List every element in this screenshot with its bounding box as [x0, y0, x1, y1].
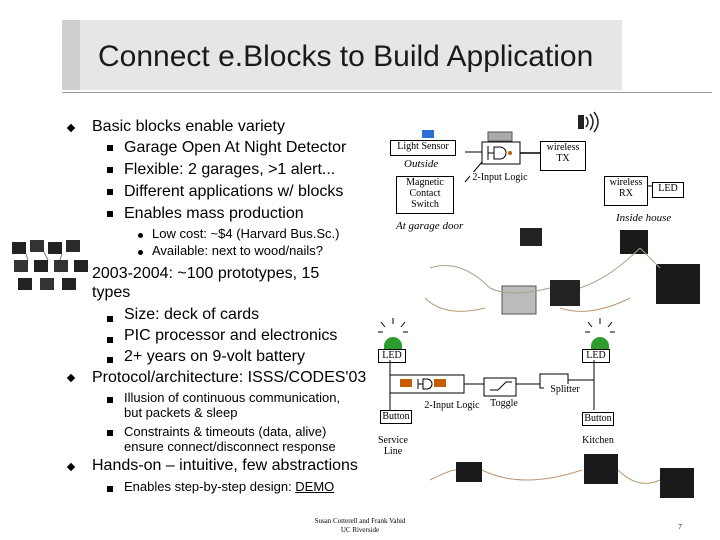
title-accent-bar: [62, 20, 80, 90]
sub-bullet-illusion-2: but packets & sleep: [124, 405, 238, 420]
sub-bullet-3: Different applications w/ blocks: [124, 183, 344, 200]
demo-prefix: Enables step-by-step design:: [124, 479, 296, 494]
slide-title: Connect e.Blocks to Build Application: [98, 40, 594, 73]
led-block: LED: [652, 182, 684, 198]
sub-bullet-2: Flexible: 2 garages, >1 alert...: [124, 161, 336, 178]
button-right-block: Button: [582, 412, 614, 426]
page-number: 7: [678, 523, 682, 531]
wireless-tx-label-1: wireless: [546, 142, 580, 153]
bullet-square: [107, 189, 113, 195]
bullet-diamond: [66, 373, 76, 383]
splitter-label: Splitter: [544, 384, 586, 396]
magnetic-contact-switch-block: Magnetic Contact Switch: [396, 176, 454, 214]
magnetic-label-3: Switch: [411, 199, 439, 210]
bullet-diamond: [66, 123, 76, 133]
title-background: [62, 20, 622, 90]
sub-bullet-illusion-1: Illusion of continuous communication,: [124, 390, 341, 405]
wireless-tx-label-2: TX: [556, 153, 570, 164]
bullet-dot: [138, 233, 143, 238]
demo-link[interactable]: DEMO: [295, 479, 335, 494]
outside-label: Outside: [404, 158, 439, 170]
inside-house-label: Inside house: [616, 212, 672, 224]
bullet-square: [107, 145, 113, 151]
bullet-square: [107, 397, 113, 403]
bullet-square: [107, 211, 113, 217]
bullet-square: [107, 486, 113, 492]
kitchen-devices-photo: [429, 454, 694, 498]
garage-diagram-wires: [422, 111, 652, 187]
garage-devices-photo: [424, 228, 700, 315]
sub-bullet-demo: Enables step-by-step design: DEMO: [124, 479, 334, 494]
bullet-dot: [138, 250, 143, 255]
at-garage-door-label: At garage door: [396, 220, 464, 232]
led-bulb-left-icon: [378, 318, 408, 350]
magnetic-label-2: Contact: [409, 188, 441, 199]
bullet-square: [107, 430, 113, 436]
wireless-rx-block: wireless RX: [604, 176, 648, 206]
kitchen-label: Kitchen: [582, 435, 614, 446]
magnetic-label-1: Magnetic: [406, 177, 444, 188]
light-sensor-block: Light Sensor: [390, 140, 456, 156]
blocks-collection-photo: [12, 240, 88, 290]
title-divider: [62, 92, 712, 93]
bullet-prototypes-line2: types: [92, 284, 131, 301]
bullet-basic-blocks: Basic blocks enable variety: [92, 118, 285, 135]
light-sensor-label: Light Sensor: [397, 141, 449, 152]
bullet-protocol: Protocol/architecture: ISSS/CODES'03: [92, 369, 367, 386]
button-left-block: Button: [380, 410, 412, 424]
led-bulb-right-icon: [585, 318, 615, 350]
footer-school-text: UC Riverside: [340, 526, 380, 534]
service-line-label: Service Line: [378, 435, 408, 457]
sub-sub-bullet-1: Low cost: ~$4 (Harvard Bus.Sc.): [152, 226, 340, 241]
sub-sub-bullet-2: Available: next to wood/nails?: [152, 243, 324, 258]
bullet-prototypes-line1: 2003-2004: ~100 prototypes, 15: [92, 265, 320, 282]
logic-label: 2-Input Logic: [470, 172, 530, 184]
sub-bullet-pic: PIC processor and electronics: [124, 327, 338, 344]
sub-bullet-battery: 2+ years on 9-volt battery: [124, 348, 305, 365]
sub-bullet-constraints-1: Constraints & timeouts (data, alive): [124, 424, 327, 439]
footer-authors: Susan Cotterell and Frank Vahid UC River…: [300, 517, 420, 535]
wireless-rx-label-2: RX: [619, 188, 633, 199]
bullet-diamond: [66, 462, 76, 472]
bullet-square: [107, 167, 113, 173]
sub-bullet-size: Size: deck of cards: [124, 306, 260, 323]
bullet-square: [107, 316, 113, 322]
bullet-square: [107, 337, 113, 343]
wireless-tx-block: wireless TX: [540, 141, 586, 171]
led-left-block: LED: [378, 349, 406, 363]
sub-bullet-4: Enables mass production: [124, 205, 304, 222]
sub-bullet-1: Garage Open At Night Detector: [124, 139, 347, 156]
wireless-rx-label-1: wireless: [609, 177, 643, 188]
led-right-block: LED: [582, 349, 610, 363]
sub-bullet-constraints-2: ensure connect/disconnect response: [124, 439, 336, 454]
logic-bottom-label: 2-Input Logic: [424, 400, 480, 412]
bullet-square: [107, 357, 113, 363]
toggle-label: Toggle: [488, 398, 520, 410]
bullet-hands-on: Hands-on – intuitive, few abstractions: [92, 457, 358, 474]
footer-authors-text: Susan Cotterell and Frank Vahid: [314, 517, 406, 525]
